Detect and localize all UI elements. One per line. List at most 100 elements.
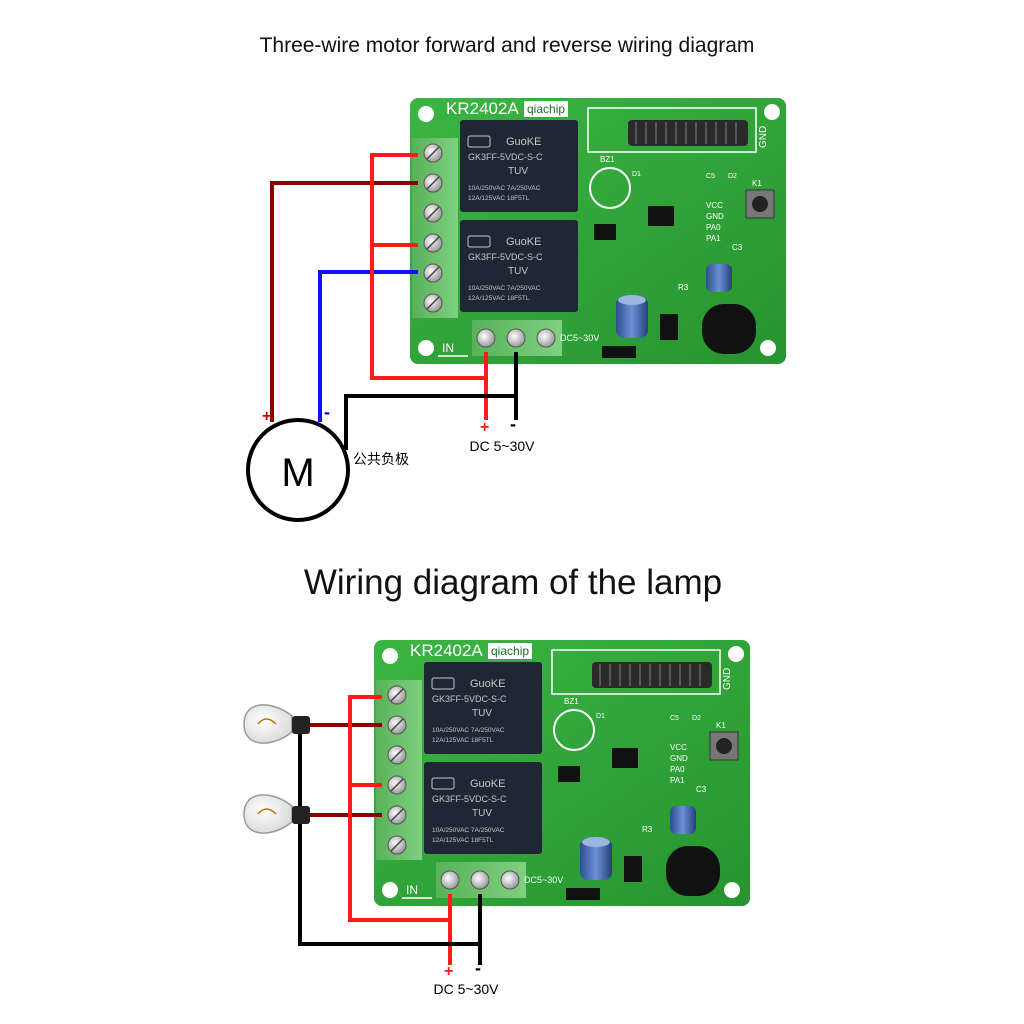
inductor	[666, 846, 720, 896]
capacitor-small	[670, 806, 696, 834]
relay-cert: TUV	[472, 708, 492, 719]
buzzer	[553, 709, 595, 751]
ic-chip	[594, 224, 616, 240]
pin-labels: VCC GND PA0 PA1	[706, 201, 724, 243]
board-model: KR2402A	[446, 99, 519, 118]
silk-k1: K1	[752, 179, 762, 188]
bulb-base	[292, 716, 310, 734]
mount-hole	[764, 104, 780, 120]
motor-body	[246, 418, 350, 522]
svg-text:VCC: VCC	[706, 201, 723, 210]
rf-module	[551, 649, 721, 695]
diode	[602, 346, 636, 358]
bulb-base	[292, 806, 310, 824]
silk-c3: C3	[732, 243, 743, 252]
mount-hole	[382, 648, 398, 664]
motor-common-label: 公共负极	[353, 452, 409, 468]
relay-model: GK3FF-5VDC-S-C	[468, 252, 543, 262]
lamp-2	[243, 794, 310, 834]
wire-motor-plus	[270, 181, 418, 422]
board-brand: qiachip	[491, 644, 529, 658]
antenna-coil	[592, 662, 712, 688]
lamp-1	[243, 704, 310, 744]
board-1: KR2402A qiachip GND GuoKE GK3FF-5VDC-S-C…	[410, 98, 786, 364]
board-2: KR2402A qiachip GND GuoKE GK3FF-5VDC-S-C…	[374, 640, 750, 906]
bulb-icon	[243, 794, 293, 834]
wire-red-bus	[348, 695, 452, 965]
relay-rating: 12A/125VAC 18F5TL	[432, 837, 494, 844]
relay-rating: 10A/250VAC 7A/250VAC	[468, 285, 541, 292]
silk-d2: D2	[692, 715, 701, 722]
mount-hole	[724, 882, 740, 898]
power-1: + - DC 5~30V	[470, 414, 536, 454]
relay-1: GuoKE GK3FF-5VDC-S-C TUV 10A/250VAC 7A/2…	[424, 662, 542, 754]
brand-box	[488, 643, 532, 659]
svg-text:VCC: VCC	[670, 743, 687, 752]
svg-text:PA0: PA0	[670, 765, 685, 774]
power-label: DC 5~30V	[470, 438, 536, 454]
relay-rating: 12A/125VAC 18F5TL	[468, 295, 530, 302]
diagram1-title: Three-wire motor forward and reverse wir…	[260, 34, 755, 57]
svg-text:PA0: PA0	[706, 223, 721, 232]
ic-chip	[660, 314, 678, 340]
svg-text:GND: GND	[670, 754, 688, 763]
silk-gnd: GND	[758, 126, 769, 148]
diode	[566, 888, 600, 900]
pin-labels: VCC GND PA0 PA1	[670, 743, 688, 785]
silk-c3: C3	[696, 785, 707, 794]
mount-hole	[418, 106, 434, 122]
inductor	[702, 304, 756, 354]
relay-rating: 10A/250VAC 7A/250VAC	[468, 185, 541, 192]
motor: M + - 公共负极	[246, 402, 409, 522]
power-plus: +	[444, 963, 453, 980]
in-label: IN	[406, 883, 418, 897]
wires-1	[270, 153, 518, 450]
motor-minus: -	[324, 402, 330, 422]
relay-cert: TUV	[508, 266, 528, 277]
relay-brand: GuoKE	[506, 236, 541, 248]
silk-d2: D2	[728, 173, 737, 180]
relay-brand: GuoKE	[470, 778, 505, 790]
wire-red-bus	[370, 153, 488, 420]
dc-label: DC5~30V	[560, 333, 599, 343]
relay-model: GK3FF-5VDC-S-C	[468, 152, 543, 162]
capacitor-large	[616, 296, 648, 338]
wire-motor-minus	[318, 270, 418, 422]
relay-1: GuoKE GK3FF-5VDC-S-C TUV 10A/250VAC 7A/2…	[460, 120, 578, 212]
ic-chip	[624, 856, 642, 882]
silk-r3: R3	[678, 283, 689, 292]
mount-hole	[382, 882, 398, 898]
power-minus: -	[475, 958, 481, 978]
relay-brand: GuoKE	[470, 678, 505, 690]
wire-black-common	[298, 725, 480, 946]
ic-chip	[558, 766, 580, 782]
relay-cert: TUV	[472, 808, 492, 819]
brand-box	[524, 101, 568, 117]
power-label: DC 5~30V	[434, 981, 500, 997]
relay-model: GK3FF-5VDC-S-C	[432, 694, 507, 704]
wires-2	[298, 695, 482, 965]
power-minus: -	[510, 414, 516, 434]
svg-text:GND: GND	[706, 212, 724, 221]
silk-k1: K1	[716, 721, 726, 730]
relay-2: GuoKE GK3FF-5VDC-S-C TUV 10A/250VAC 7A/2…	[460, 220, 578, 312]
relay-rating: 12A/125VAC 18F5TL	[432, 737, 494, 744]
silk-gnd: GND	[722, 668, 733, 690]
relay-cert: TUV	[508, 166, 528, 177]
relay-2: GuoKE GK3FF-5VDC-S-C TUV 10A/250VAC 7A/2…	[424, 762, 542, 854]
svg-text:PA1: PA1	[706, 234, 721, 243]
relay-rating: 10A/250VAC 7A/250VAC	[432, 827, 505, 834]
in-label: IN	[442, 341, 454, 355]
relay-rating: 10A/250VAC 7A/250VAC	[432, 727, 505, 734]
rf-module	[587, 107, 757, 153]
ic-chip	[612, 748, 638, 768]
capacitor-small	[706, 264, 732, 292]
wire-black-motor	[344, 394, 516, 450]
silk-c5: C5	[670, 715, 679, 722]
mount-hole	[728, 646, 744, 662]
motor-label: M	[281, 451, 314, 495]
silk-r3: R3	[642, 825, 653, 834]
power-2: + - DC 5~30V	[434, 958, 500, 997]
ic-chip	[648, 206, 674, 226]
